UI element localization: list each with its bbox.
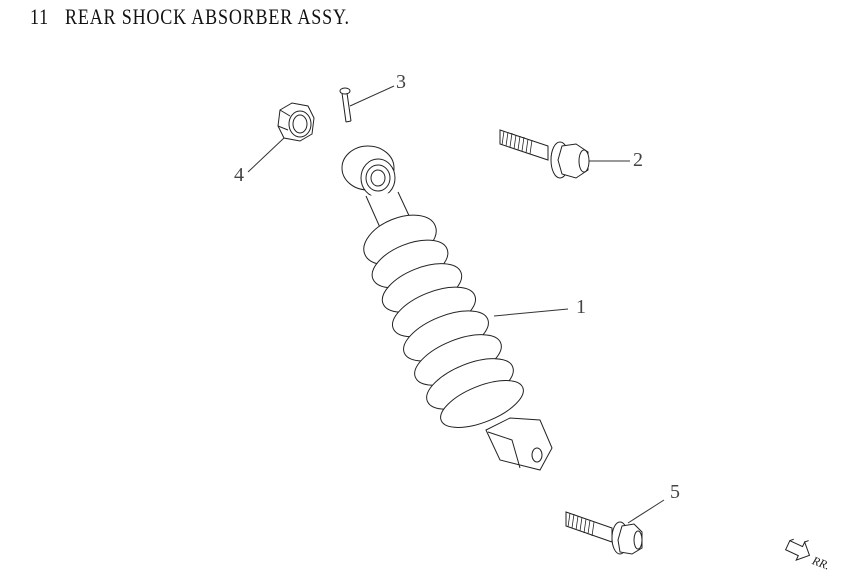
leader-line-4: [248, 138, 284, 172]
bolt-icon-lower: [566, 512, 642, 554]
callout-1: 1: [576, 296, 586, 318]
page-title: 11 REAR SHOCK ABSORBER ASSY.: [30, 4, 350, 29]
nut-icon: [278, 103, 314, 141]
leader-line-5: [628, 500, 664, 523]
bolt-icon-upper: [500, 130, 589, 178]
leader-line-1: [494, 309, 568, 316]
shock-absorber-icon: [342, 146, 552, 470]
cotter-pin-icon: [340, 88, 351, 122]
callout-3: 3: [396, 71, 406, 93]
arrow-icon: [784, 533, 815, 564]
callout-5: 5: [670, 481, 680, 503]
callout-2: 2: [633, 149, 643, 171]
callout-4: 4: [234, 164, 244, 186]
leader-line-3: [350, 86, 394, 106]
